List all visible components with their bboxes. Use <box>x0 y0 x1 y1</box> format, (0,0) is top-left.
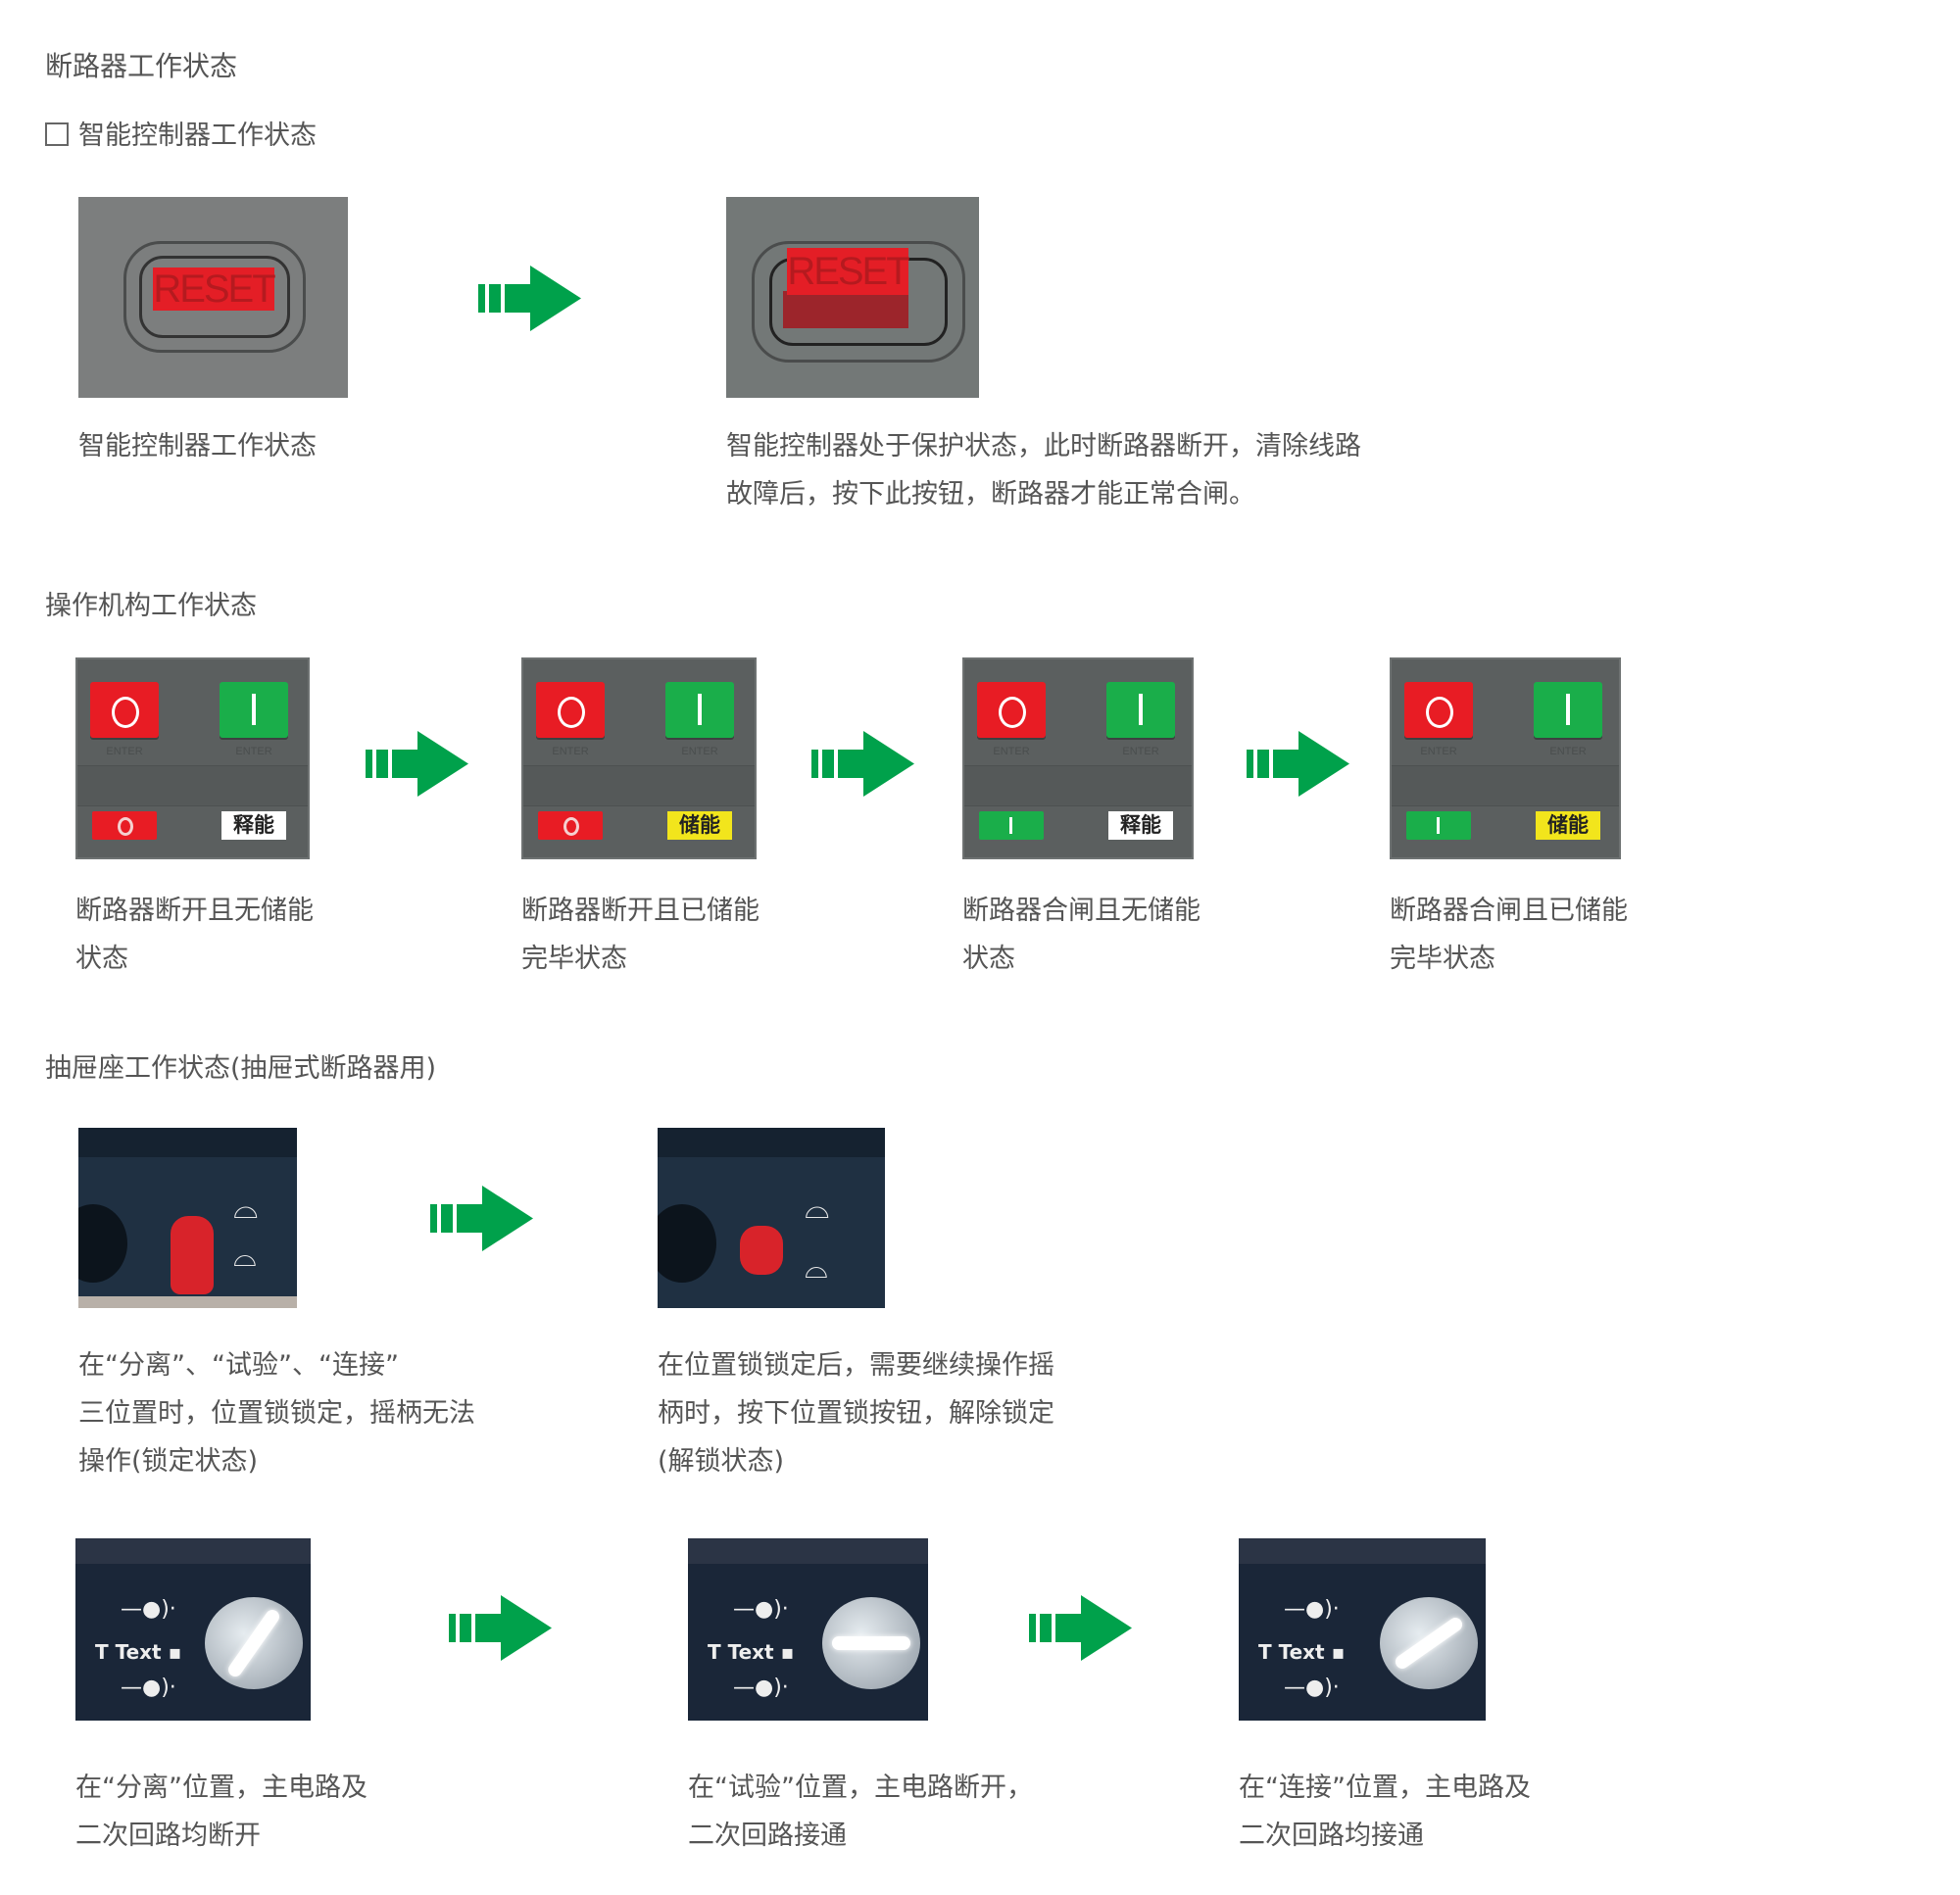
reset-label: RESET <box>153 267 276 311</box>
operating-panel: ENTER ENTER 释能 <box>75 657 310 859</box>
arrow-right-icon <box>811 731 914 797</box>
spring-state-label: 释能 <box>1108 811 1173 840</box>
caption: 在位置锁锁定后，需要继续操作摇柄时，按下位置锁按钮，解除锁定(解锁状态) <box>658 1350 1054 1477</box>
arrow-right-icon <box>478 266 581 331</box>
reset-button-normal-image: RESET <box>78 197 348 398</box>
closed-indicator <box>1406 811 1471 840</box>
arrow-right-icon <box>430 1186 533 1251</box>
enter-label: ENTER <box>235 746 272 757</box>
controller-heading: 智能控制器工作状态 <box>45 114 317 152</box>
rotary-knob[interactable] <box>822 1597 920 1689</box>
position-lock-locked-image: ⌓ ⌓ <box>78 1128 297 1308</box>
circle-o-icon <box>558 697 585 728</box>
close-button[interactable] <box>220 682 288 738</box>
knob-label: Text <box>115 1640 162 1664</box>
open-button[interactable] <box>977 682 1046 738</box>
bar-i-icon <box>1139 694 1143 725</box>
reset-label: RESET <box>787 248 910 295</box>
controller-heading-text: 智能控制器工作状态 <box>78 121 317 151</box>
page-title: 断路器工作状态 <box>45 50 238 82</box>
caption: 断路器断开且无储能状态 <box>75 896 314 974</box>
open-button[interactable] <box>90 682 159 738</box>
bar-i-icon <box>1437 817 1440 834</box>
arrow-right-icon <box>1247 731 1349 797</box>
enter-label: ENTER <box>1420 746 1457 757</box>
circle-o-icon <box>564 817 579 836</box>
bar-i-icon <box>252 694 256 725</box>
rotary-knob[interactable] <box>1380 1597 1478 1689</box>
circle-o-icon <box>999 697 1026 728</box>
spring-state-label: 释能 <box>221 811 286 840</box>
caption: 断路器断开且已储能完毕状态 <box>521 896 760 974</box>
spring-state-label: 储能 <box>1536 811 1600 840</box>
mechanism-heading: 操作机构工作状态 <box>45 591 257 621</box>
position-knob-image: —●)· T Text ▪ —●)· <box>1239 1538 1486 1721</box>
arrow-right-icon <box>366 731 468 797</box>
caption: 断路器合闸且无储能状态 <box>962 896 1200 974</box>
caption: 智能控制器处于保护状态，此时断路器断开，清除线路故障后，按下此按钮，断路器才能正… <box>726 431 1361 510</box>
caption: 在“分离”、“试验”、“连接”三位置时，位置锁锁定，摇柄无法操作(锁定状态) <box>78 1350 475 1477</box>
enter-label: ENTER <box>552 746 589 757</box>
circle-o-icon <box>118 817 133 836</box>
arrow-right-icon <box>1029 1595 1132 1661</box>
operating-panel: ENTER ENTER 储能 <box>521 657 757 859</box>
rotary-knob[interactable] <box>205 1597 303 1689</box>
knob-label: Text <box>727 1640 774 1664</box>
reset-button-popped-image: RESET <box>726 197 979 398</box>
position-lock-unlocked-image: ⌓ ⌓ <box>658 1128 885 1308</box>
position-knob-image: —●)· T Text ▪ —●)· <box>75 1538 311 1721</box>
caption: 在“分离”位置，主电路及二次回路均断开 <box>75 1773 368 1851</box>
close-button[interactable] <box>665 682 734 738</box>
enter-label: ENTER <box>681 746 718 757</box>
open-button[interactable] <box>536 682 605 738</box>
open-indicator <box>92 811 157 840</box>
operating-panel: ENTER ENTER 释能 <box>962 657 1194 859</box>
arrow-right-icon <box>449 1595 552 1661</box>
bar-i-icon <box>698 694 702 725</box>
close-button[interactable] <box>1534 682 1602 738</box>
enter-label: ENTER <box>993 746 1030 757</box>
close-button[interactable] <box>1106 682 1175 738</box>
enter-label: ENTER <box>1549 746 1587 757</box>
caption: 在“连接”位置，主电路及二次回路均接通 <box>1239 1773 1531 1851</box>
enter-label: ENTER <box>1122 746 1159 757</box>
spring-state-label: 储能 <box>667 811 732 840</box>
open-button[interactable] <box>1404 682 1473 738</box>
bar-i-icon <box>1009 817 1012 834</box>
checkbox[interactable] <box>45 122 69 146</box>
caption: 在“试验”位置，主电路断开，二次回路接通 <box>688 1773 1033 1851</box>
knob-label: Text <box>1278 1640 1325 1664</box>
position-knob-image: —●)· T Text ▪ —●)· <box>688 1538 928 1721</box>
circle-o-icon <box>1426 697 1453 728</box>
caption: 断路器合闸且已储能完毕状态 <box>1390 896 1628 974</box>
circle-o-icon <box>112 697 139 728</box>
open-indicator <box>538 811 603 840</box>
enter-label: ENTER <box>106 746 143 757</box>
closed-indicator <box>979 811 1044 840</box>
drawer-heading: 抽屉座工作状态(抽屉式断路器用) <box>45 1053 437 1084</box>
bar-i-icon <box>1566 694 1570 725</box>
caption: 智能控制器工作状态 <box>78 431 317 462</box>
operating-panel: ENTER ENTER 储能 <box>1390 657 1621 859</box>
